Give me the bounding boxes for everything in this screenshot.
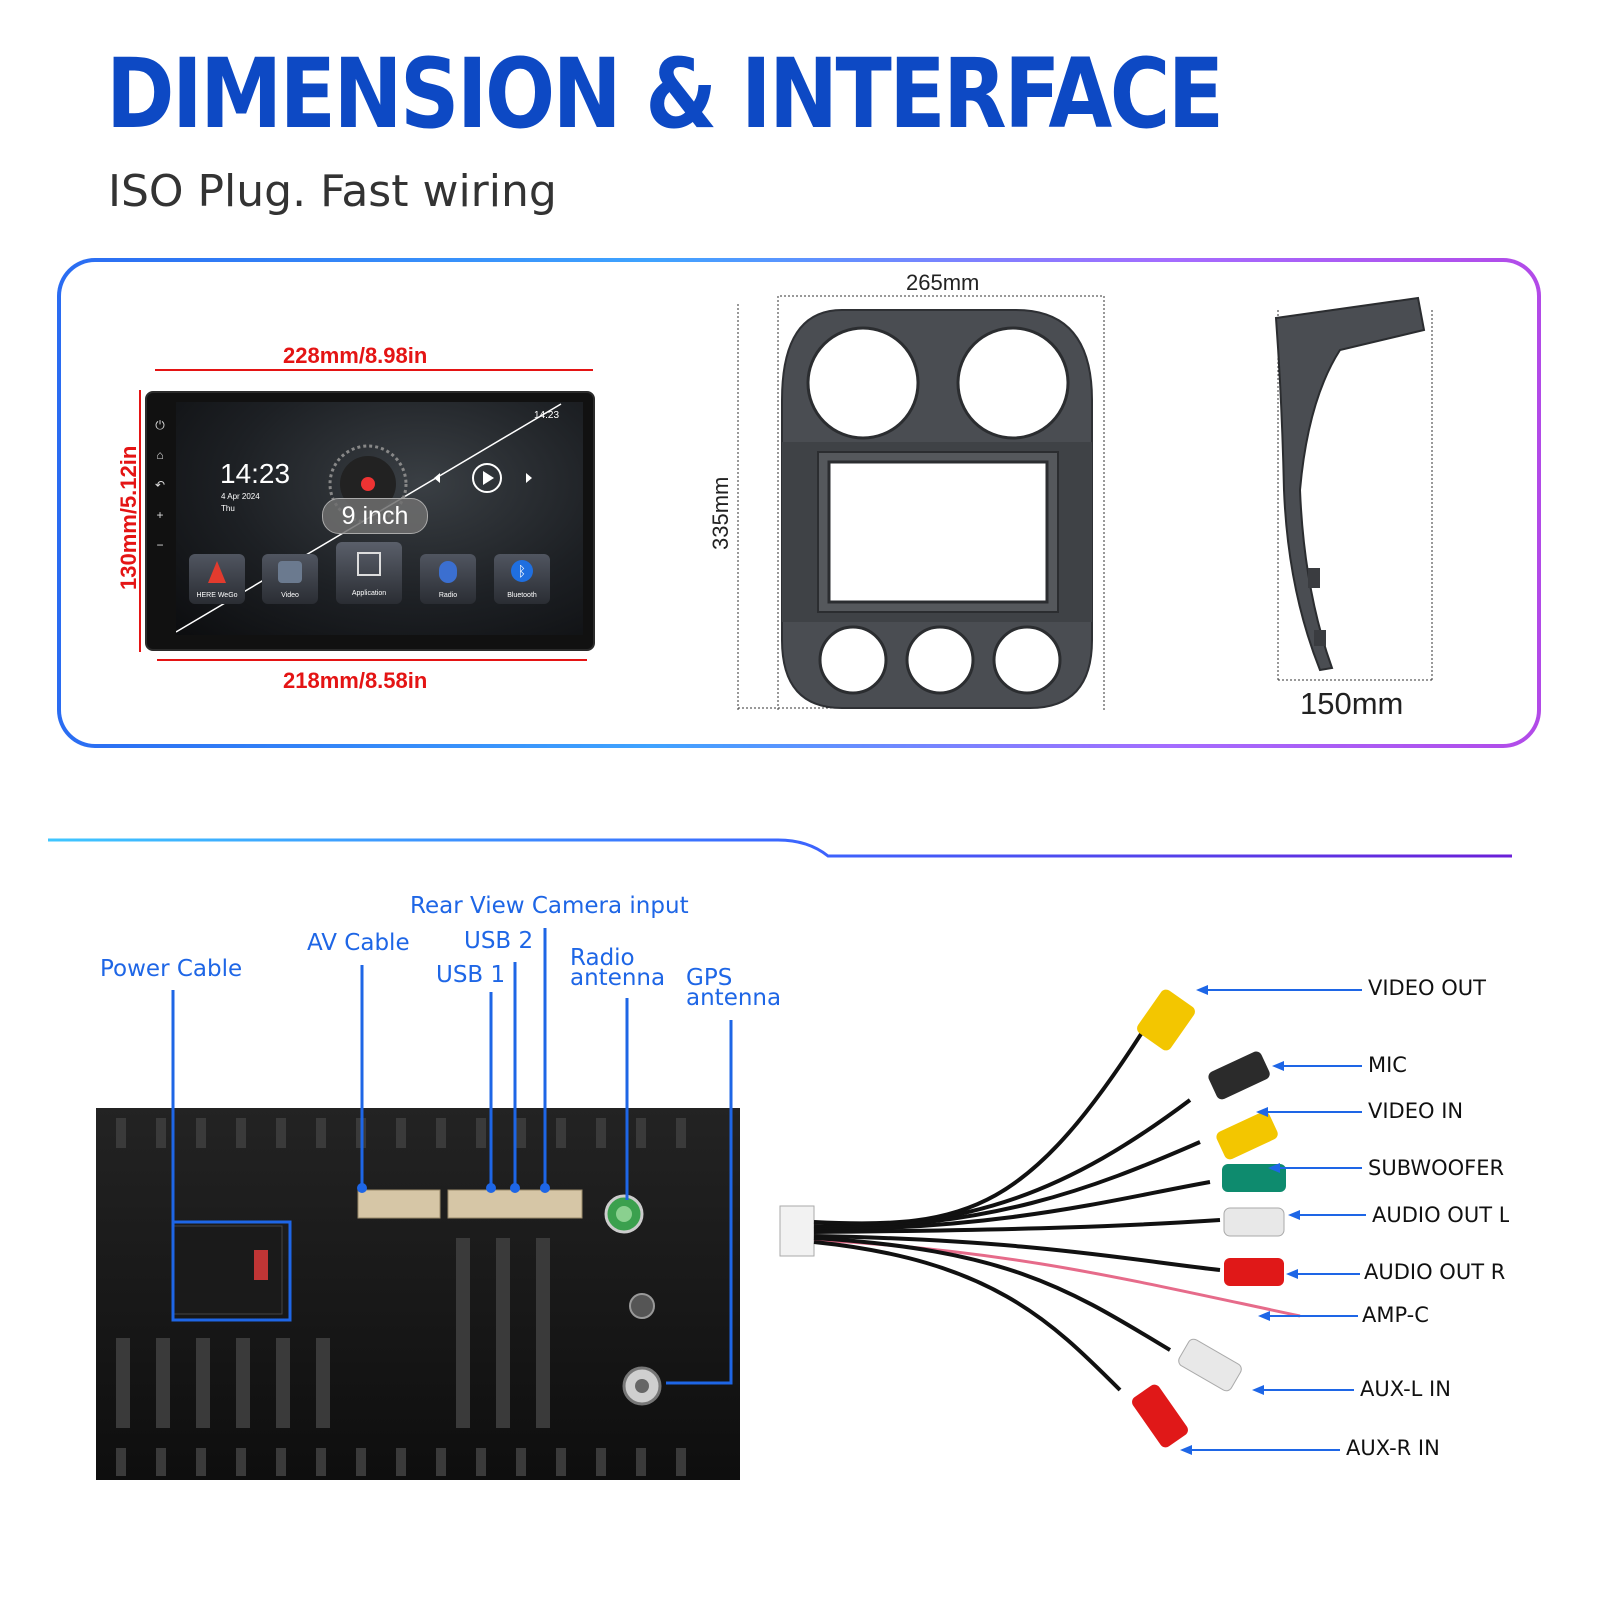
app-label: Bluetooth (507, 592, 537, 599)
radio-icon (439, 561, 457, 583)
clock-time: 14:23 (220, 458, 291, 489)
app-tile-bluetooth[interactable]: ᛒ Bluetooth (494, 554, 550, 604)
clock-date: 4 Apr 2024 (221, 492, 260, 501)
size-badge-label: 9 inch (341, 502, 409, 530)
radio-antenna-label-2: antenna (570, 965, 666, 991)
wire-video-out: VIDEO OUT (1368, 976, 1486, 1000)
rear-camera-label: Rear View Camera input (410, 893, 689, 919)
dash-frame-front (737, 295, 1105, 710)
side-buttons-icon: ⏻⌂↶+− (154, 418, 166, 552)
clock-day: Thu (221, 504, 235, 513)
here-wego-icon (208, 561, 226, 583)
application-grid-icon (357, 552, 381, 576)
app-tile-here-wego[interactable]: HERE WeGo (189, 554, 245, 604)
bottom-width-label: 218mm/8.58in (283, 668, 428, 693)
usb1-label: USB 1 (436, 962, 506, 988)
page-subtitle: ISO Plug. Fast wiring (108, 166, 557, 217)
section-divider (48, 838, 1512, 858)
wire-aux-l-in: AUX-L IN (1360, 1377, 1451, 1401)
av-cable-label: AV Cable (307, 930, 410, 956)
screen-dimension-lines (139, 369, 593, 661)
power-cable-label: Power Cable (100, 956, 243, 982)
wire-amp-c: AMP-C (1362, 1303, 1429, 1327)
top-width-label: 228mm/8.98in (283, 343, 428, 368)
depth-label: 150mm (1300, 686, 1404, 721)
wire-subwoofer: SUBWOOFER (1368, 1156, 1505, 1180)
dash-frame-side (1274, 296, 1433, 681)
frame-width-label: 265mm (906, 270, 980, 295)
app-label: HERE WeGo (196, 592, 238, 599)
usb2-label: USB 2 (464, 928, 534, 954)
wire-audio-out-l: AUDIO OUT L (1372, 1205, 1509, 1226)
wire-aux-r-in: AUX-R IN (1346, 1436, 1440, 1460)
gps-antenna-label-2: antenna (686, 985, 782, 1011)
app-label: Video (281, 592, 299, 599)
status-time: 14:23 (534, 410, 560, 421)
wiring-harness (779, 985, 1366, 1455)
app-tile-application[interactable]: Application (336, 542, 402, 604)
app-tile-radio[interactable]: Radio (420, 554, 476, 604)
page-title: DIMENSION & INTERFACE (106, 38, 1224, 150)
wire-video-in: VIDEO IN (1368, 1099, 1464, 1123)
wire-audio-out-r: AUDIO OUT R (1364, 1262, 1506, 1283)
radio-antenna-label-1: Radio (570, 945, 635, 971)
bluetooth-icon: ᛒ (511, 560, 533, 582)
wire-mic: MIC (1368, 1053, 1407, 1077)
size-badge: 9 inch (322, 498, 428, 534)
back-panel-graphics (116, 1118, 686, 1476)
side-button-column: ⏻⌂↶+− (151, 410, 169, 610)
app-label: Radio (438, 592, 458, 599)
video-icon (278, 561, 302, 583)
head-unit-screen: 14:23 4 Apr 2024 Thu 14:23 9 inch HERE W… (176, 402, 583, 635)
gps-antenna-label-1: GPS (686, 965, 733, 991)
app-tile-video[interactable]: Video (262, 554, 318, 604)
app-label: Application (351, 590, 387, 597)
back-panel (96, 1108, 740, 1480)
